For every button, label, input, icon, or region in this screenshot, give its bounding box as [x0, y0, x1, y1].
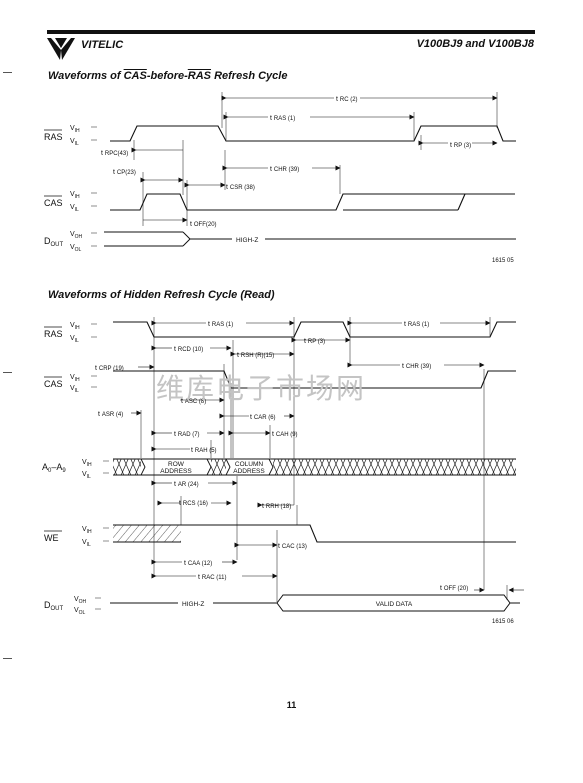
s2-ras-label: RAS: [44, 329, 63, 339]
svg-text:VIH: VIH: [82, 526, 92, 535]
s1-dout-label: DOUT: [44, 236, 64, 248]
svg-text:t CSR (38): t CSR (38): [226, 184, 255, 191]
section2-title: Waveforms of Hidden Refresh Cycle (Read): [48, 289, 275, 301]
svg-text:t RCS (16): t RCS (16): [179, 500, 208, 507]
svg-text:HIGH-Z: HIGH-Z: [182, 601, 204, 608]
svg-text:VOH: VOH: [70, 231, 83, 240]
s1-cas-waveform: [110, 193, 515, 211]
svg-text:t ASR (4): t ASR (4): [98, 411, 123, 418]
svg-text:VIL: VIL: [82, 471, 91, 480]
svg-text:VIL: VIL: [70, 385, 79, 394]
s2-figure-id: 1615 06: [492, 619, 514, 625]
page-number: 11: [286, 700, 297, 710]
svg-text:VIH: VIH: [70, 125, 80, 134]
svg-text:t RRH (18): t RRH (18): [262, 503, 291, 510]
section1-title: Waveforms of CAS-before-RAS Refresh Cycl…: [48, 70, 288, 82]
svg-text:t CHR (39): t CHR (39): [402, 363, 431, 370]
s1-cas-label: CAS: [44, 198, 63, 208]
svg-text:t RCD (10): t RCD (10): [174, 346, 203, 353]
s2-ras-waveform: [113, 321, 516, 338]
svg-text:t RC (2): t RC (2): [336, 96, 358, 103]
s2-we-label: WE: [44, 533, 59, 543]
svg-text:VIH: VIH: [82, 459, 92, 468]
watermark: 维库电子市场网: [156, 373, 366, 404]
svg-text:t OFF (20): t OFF (20): [440, 585, 468, 592]
svg-text:t RAD (7): t RAD (7): [174, 431, 200, 438]
svg-text:t RAH (5): t RAH (5): [191, 447, 217, 454]
header-rule: [47, 30, 535, 34]
s2-cas-waveform: [113, 370, 516, 389]
svg-text:VIH: VIH: [70, 322, 80, 331]
svg-text:t CHR (39): t CHR (39): [270, 166, 299, 173]
svg-text:VOL: VOL: [74, 607, 86, 616]
s2-address-label: A0–A9: [42, 462, 66, 474]
svg-text:ADDRESS: ADDRESS: [233, 468, 265, 475]
margin-mark: [3, 372, 12, 373]
svg-text:t RAC (11): t RAC (11): [198, 574, 226, 581]
svg-text:t RAS (1): t RAS (1): [270, 115, 295, 122]
svg-text:t ASC (8): t ASC (8): [181, 398, 206, 405]
svg-text:VIL: VIL: [82, 539, 91, 548]
svg-text:t RAS (1): t RAS (1): [208, 321, 233, 328]
svg-text:ADDRESS: ADDRESS: [160, 468, 192, 475]
svg-text:t RSH (R)(15): t RSH (R)(15): [237, 352, 274, 359]
svg-text:t RPC(43): t RPC(43): [101, 150, 128, 157]
document-title: V100BJ9 and V100BJ8: [416, 38, 534, 50]
svg-text:COLUMN: COLUMN: [235, 461, 263, 468]
s2-cas-label: CAS: [44, 379, 63, 389]
svg-text:HIGH-Z: HIGH-Z: [236, 237, 258, 244]
svg-text:VIH: VIH: [70, 374, 80, 383]
svg-text:VIL: VIL: [70, 138, 79, 147]
margin-mark: [3, 72, 12, 73]
svg-text:VIL: VIL: [70, 204, 79, 213]
svg-text:VIH: VIH: [70, 191, 80, 200]
svg-text:t CAC (13): t CAC (13): [278, 543, 307, 550]
svg-text:t RP (3): t RP (3): [450, 142, 471, 149]
section1-diagram: RAS CAS DOUT VIH VIL VIH VIL VOH VOL: [44, 92, 516, 264]
svg-text:t OFF(20): t OFF(20): [190, 221, 217, 228]
vitelic-logo-icon: [47, 38, 75, 60]
svg-text:t CAA (12): t CAA (12): [184, 560, 212, 567]
svg-text:VOL: VOL: [70, 244, 82, 253]
svg-text:t RAS (1): t RAS (1): [404, 321, 429, 328]
svg-text:t AR (24): t AR (24): [174, 481, 199, 488]
s1-ras-waveform: [110, 125, 516, 142]
s2-we-waveform: [113, 524, 516, 543]
svg-text:VALID DATA: VALID DATA: [376, 601, 413, 608]
svg-text:t RP (3): t RP (3): [304, 338, 325, 345]
svg-text:t CAH (9): t CAH (9): [272, 431, 298, 438]
svg-text:t CP(23): t CP(23): [113, 169, 136, 176]
svg-text:t CRP (19): t CRP (19): [95, 365, 124, 372]
section2-diagram: RAS CAS A0–A9 WE DOUT VIH VIL VIH VIL VI…: [42, 317, 524, 625]
svg-text:VOH: VOH: [74, 596, 87, 605]
s1-figure-id: 1615 05: [492, 258, 514, 264]
svg-text:VIL: VIL: [70, 335, 79, 344]
svg-text:ROW: ROW: [168, 461, 185, 468]
brand-name: VITELIC: [81, 39, 124, 51]
s1-ras-label: RAS: [44, 132, 63, 142]
svg-text:t CAR (6): t CAR (6): [250, 414, 276, 421]
s2-dout-label: DOUT: [44, 600, 64, 612]
margin-mark: [3, 658, 12, 659]
